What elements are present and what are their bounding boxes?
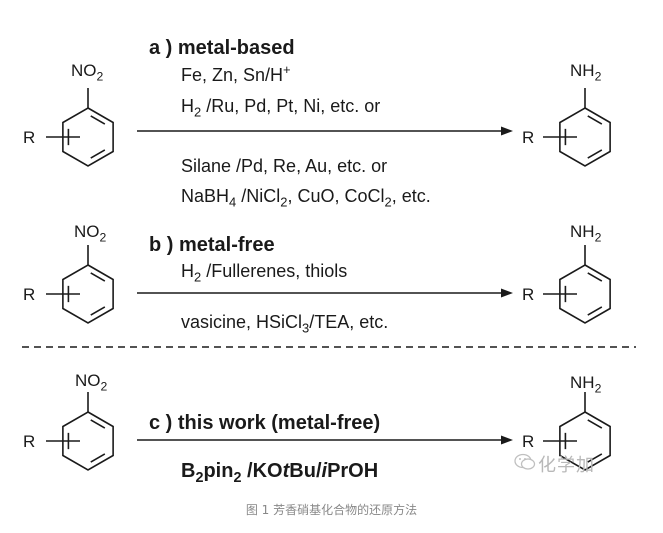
reactant-group-c: NO2 xyxy=(75,371,108,394)
scheme-c-condition-1: B2pin2 /KOtBu/iPrOH xyxy=(181,460,379,486)
product-r-a: R xyxy=(522,128,535,147)
figure-caption: 图 1 芳香硝基化合物的还原方法 xyxy=(245,503,418,517)
scheme-a-condition-2: H2 /Ru, Pd, Pt, Ni, etc. or xyxy=(181,96,381,120)
reactant-group-a: NO2 xyxy=(71,61,104,84)
scheme-b-condition-2: vasicine, HSiCl3/TEA, etc. xyxy=(181,312,389,336)
product-r-c: R xyxy=(522,432,535,451)
arrow-a xyxy=(137,126,513,136)
reactant-group-b: NO2 xyxy=(74,222,107,245)
scheme-b-label: b ) metal-free xyxy=(149,234,275,256)
wechat-logo-icon xyxy=(514,453,536,470)
scheme-c-label: c ) this work (metal-free) xyxy=(149,412,381,434)
reactant-r-c: R xyxy=(23,432,36,451)
product-r-b: R xyxy=(522,285,535,304)
reactant-ring-c xyxy=(46,392,114,471)
scheme-a-condition-1: Fe, Zn, Sn/H+ xyxy=(181,62,291,85)
scheme-a-label: a ) metal-based xyxy=(149,37,295,59)
reactant-r-b: R xyxy=(23,285,36,304)
product-group-c: NH2 xyxy=(570,373,602,396)
product-ring-b xyxy=(543,245,611,324)
reactant-ring-b xyxy=(46,245,114,324)
product-group-b: NH2 xyxy=(570,222,602,245)
product-group-a: NH2 xyxy=(570,61,602,84)
scheme-b-condition-1: H2 /Fullerenes, thiols xyxy=(181,261,348,285)
reactant-r-a: R xyxy=(23,128,36,147)
watermark-text: 化学加 xyxy=(538,455,595,476)
arrow-c xyxy=(137,435,513,445)
scheme-a-condition-3: Silane /Pd, Re, Au, etc. or xyxy=(181,156,388,176)
scheme-a-condition-4: NaBH4 /NiCl2, CuO, CoCl2, etc. xyxy=(181,186,431,210)
reactant-ring-a xyxy=(46,88,114,167)
arrow-b xyxy=(137,288,513,298)
product-ring-c xyxy=(543,392,611,471)
product-ring-a xyxy=(543,88,611,167)
